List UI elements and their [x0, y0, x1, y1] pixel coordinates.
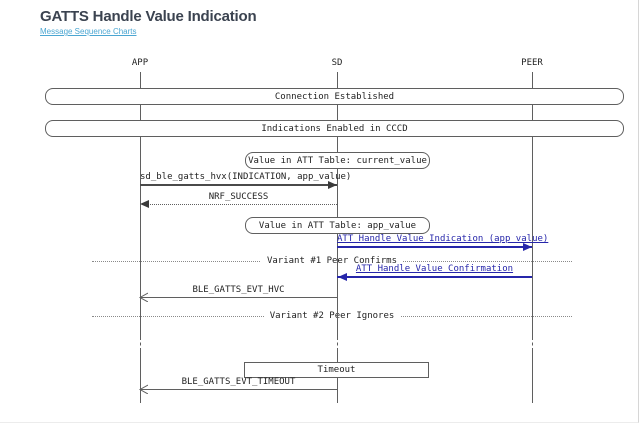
message-arrow-att-confirmation — [337, 276, 532, 278]
arrowhead-open-left-icon — [139, 292, 148, 302]
note-att-table-app-value: Value in ATT Table: app_value — [245, 217, 430, 234]
message-arrow-evt-timeout — [140, 389, 337, 390]
lifeline-sd — [337, 72, 338, 337]
note-indications-enabled: Indications Enabled in CCCD — [45, 120, 624, 137]
message-arrow-evt-hvc — [140, 297, 337, 298]
divider-variant1: Variant #1 Peer Confirms — [92, 255, 572, 267]
note-att-table-current-value: Value in ATT Table: current_value — [245, 152, 430, 169]
message-label-evt-hvc: BLE_GATTS_EVT_HVC — [192, 285, 285, 295]
lifeline-sd-break — [337, 337, 338, 351]
entity-label-app: APP — [131, 58, 149, 68]
lifeline-app-break — [140, 337, 141, 351]
arrowhead-filled-right-icon — [523, 243, 532, 251]
lifeline-app — [140, 351, 141, 403]
page-title: GATTS Handle Value Indication — [40, 8, 257, 25]
message-arrow-hvx — [140, 184, 337, 186]
note-timeout: Timeout — [244, 362, 429, 378]
arrowhead-filled-left-icon — [338, 273, 347, 281]
lifeline-peer-break — [532, 337, 533, 351]
arrowhead-filled-left-icon — [140, 200, 149, 208]
divider-label: Variant #2 Peer Ignores — [263, 311, 401, 321]
message-arrow-att-hvi — [337, 246, 532, 248]
divider-label: Variant #1 Peer Confirms — [260, 256, 404, 266]
note-connection-established: Connection Established — [45, 88, 624, 105]
message-label-hvx: sd_ble_gatts_hvx(INDICATION, app_value) — [140, 172, 352, 182]
breadcrumb-link[interactable]: Message Sequence Charts — [40, 27, 137, 36]
message-label-nrf-success: NRF_SUCCESS — [208, 192, 269, 202]
message-label-evt-timeout: BLE_GATTS_EVT_TIMEOUT — [181, 377, 296, 387]
message-link-att-hvi[interactable]: ATT Handle Value Indication (app_value) — [337, 234, 549, 244]
divider-variant2: Variant #2 Peer Ignores — [92, 310, 572, 322]
lifeline-peer — [532, 72, 533, 337]
arrowhead-open-left-icon — [139, 384, 148, 394]
entity-label-peer: PEER — [521, 58, 543, 68]
lifeline-peer — [532, 351, 533, 403]
message-link-att-confirmation[interactable]: ATT Handle Value Confirmation — [355, 264, 514, 274]
message-arrow-nrf-success — [140, 204, 337, 205]
entity-label-sd: SD — [331, 58, 343, 68]
arrowhead-filled-right-icon — [328, 181, 337, 189]
